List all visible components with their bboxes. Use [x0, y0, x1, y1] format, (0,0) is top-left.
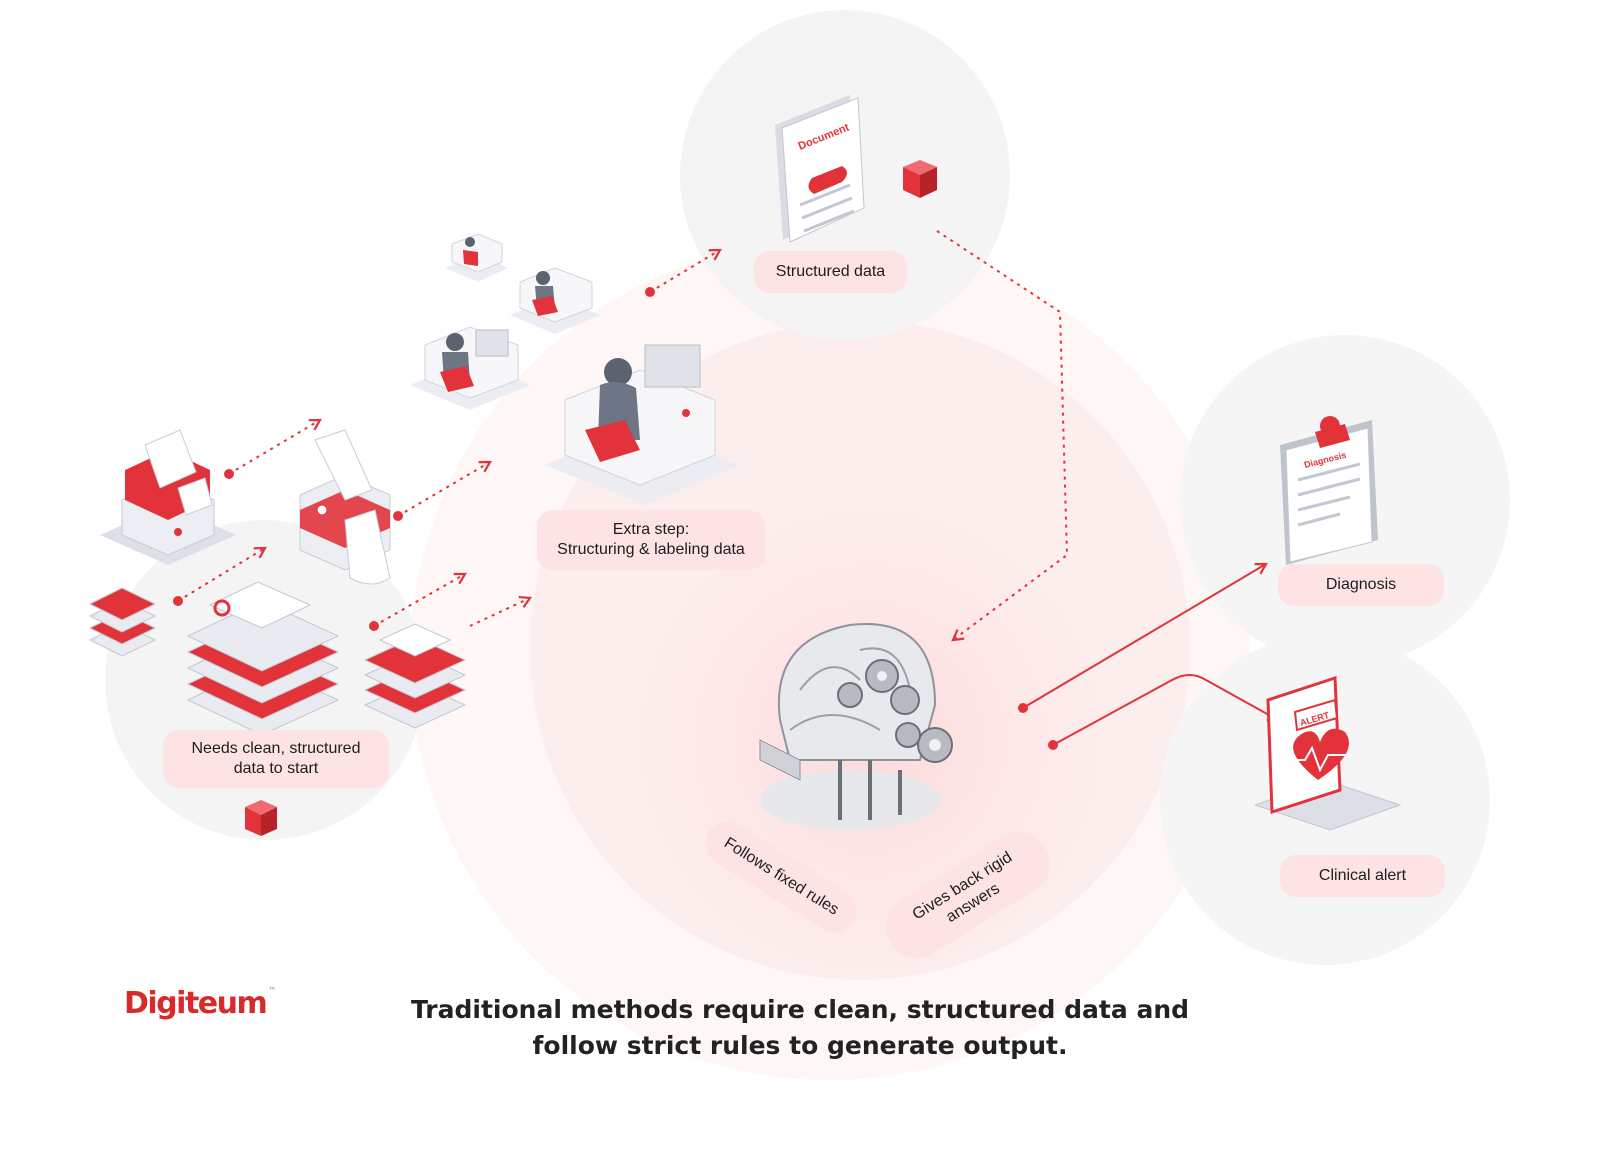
heart-monitor-icon: ALERT: [1253, 675, 1402, 831]
raw-data-label-line1: Needs clean, structured: [191, 740, 361, 757]
workstation-icon: [410, 233, 740, 505]
caption-line2: follow strict rules to generate output.: [532, 1031, 1068, 1060]
dot-folders: [173, 596, 183, 606]
arrow-document-to-brain: [936, 230, 1069, 642]
gear-brain-icon: [759, 623, 953, 830]
clipboard-icon: Diagnosis: [1280, 416, 1378, 565]
arrow-brain-to-diagnosis: [1022, 562, 1268, 709]
raw-data-label: Needs clean, structured data to start: [163, 730, 389, 788]
red-cube-icon: [903, 160, 937, 198]
structured-data-label: Structured data: [754, 251, 907, 293]
document-stack-icon: [88, 587, 157, 657]
arrow-printer-to-workers: [228, 418, 322, 475]
structured-data-label-text: Structured data: [775, 263, 886, 280]
arrow-scroll-to-workers: [397, 460, 492, 517]
extra-step-label: Extra step: Structuring & labeling data: [537, 510, 765, 570]
diagram-caption: Traditional methods require clean, struc…: [400, 992, 1200, 1064]
raw-data-label-line2: data to start: [233, 760, 319, 777]
arrow-workers-to-document: [649, 248, 722, 293]
brand-logo-mark: ™: [268, 986, 277, 995]
printer-icon: [100, 429, 236, 565]
arrow-brain-to-alert: [1052, 674, 1280, 746]
document-icon: Document: [775, 95, 865, 243]
scroll-stack-icon: [299, 429, 391, 585]
large-document-stack-icon: [186, 581, 340, 736]
arrow-folders-to-scroll: [177, 546, 267, 602]
dot-scroll: [393, 511, 403, 521]
extra-step-label-line1: Extra step:: [612, 521, 690, 538]
arrow-stack-to-scroll: [373, 572, 467, 627]
red-cube-icon-2: [245, 800, 277, 836]
clinical-alert-label-text: Clinical alert: [1318, 867, 1407, 884]
dot-stack: [369, 621, 379, 631]
diagnosis-label-text: Diagnosis: [1325, 576, 1397, 593]
diagnosis-label: Diagnosis: [1278, 564, 1444, 606]
brand-logo-text: Digiteum: [124, 986, 268, 1021]
dot-workers: [645, 287, 655, 297]
extra-step-label-line2: Structuring & labeling data: [557, 541, 745, 558]
clinical-alert-label: Clinical alert: [1280, 855, 1445, 897]
dot-printer: [224, 469, 234, 479]
arrow-small-stack-to-workers: [469, 595, 533, 627]
medium-document-stack-icon: [363, 623, 467, 729]
caption-line1: Traditional methods require clean, struc…: [410, 995, 1190, 1024]
